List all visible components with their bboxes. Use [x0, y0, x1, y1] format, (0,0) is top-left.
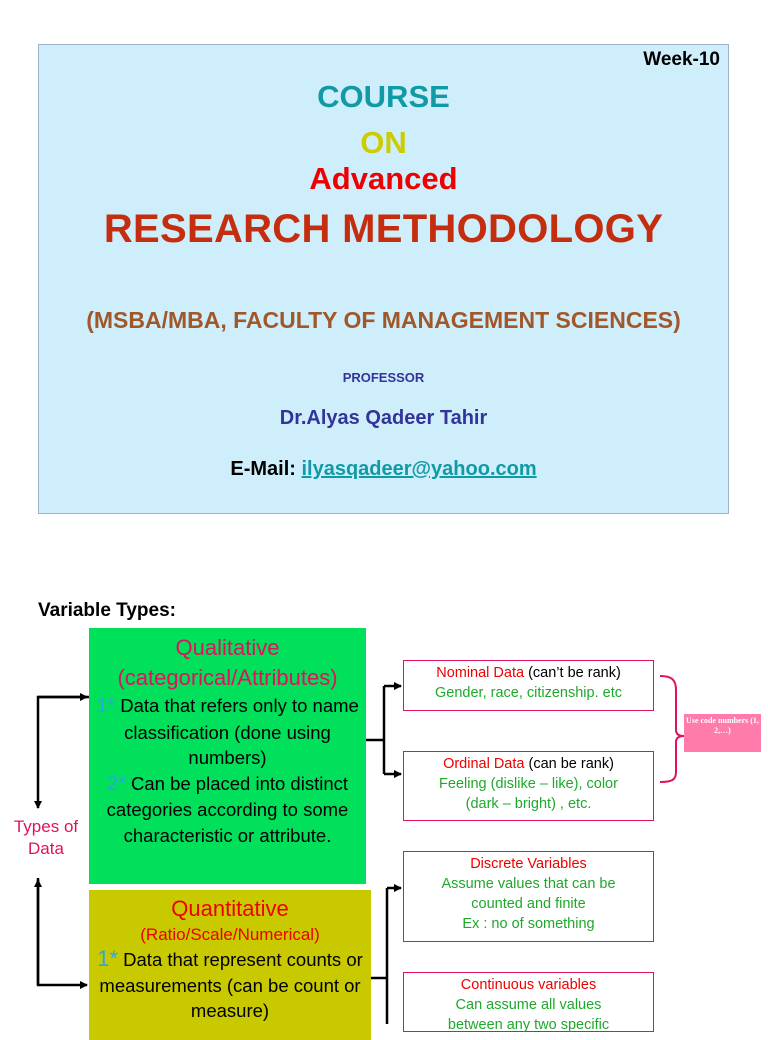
on-heading: ON	[360, 125, 407, 160]
continuous-title: Continuous variables	[460, 977, 597, 993]
email-line: E-Mail: ilyasqadeer@yahoo.com	[39, 458, 728, 481]
point-text: Data that refers only to name classifica…	[120, 695, 359, 768]
continuous-line-1: Can assume all values	[455, 997, 602, 1013]
qualitative-subheading: (categorical/Attributes)	[117, 665, 338, 690]
quantitative-subheading: (Ratio/Scale/Numerical)	[140, 925, 320, 944]
discrete-variables-box: Discrete Variables Assume values that ca…	[403, 851, 654, 942]
main-title: RESEARCH METHODOLOGY	[103, 207, 664, 251]
email-label: E-Mail:	[230, 458, 296, 480]
ordinal-title: Ordinal Data	[443, 756, 525, 772]
professor-name: Dr.Alyas Qadeer Tahir	[279, 407, 488, 429]
program-subtitle: (MSBA/MBA, FACULTY OF MANAGEMENT SCIENCE…	[86, 307, 681, 333]
quantitative-box: Quantitative (Ratio/Scale/Numerical) 1* …	[89, 890, 371, 1040]
quantitative-heading: Quantitative	[171, 896, 289, 921]
nominal-title: Nominal Data	[436, 665, 525, 681]
variable-types-title: Variable Types:	[38, 600, 176, 621]
discrete-line-2: counted and finite	[471, 896, 586, 912]
point-number: 1*	[97, 946, 119, 971]
quantitative-point-1: 1* Data that represent counts or measure…	[89, 946, 371, 1024]
ordinal-note: (can be rank)	[528, 756, 614, 772]
nominal-data-box: Nominal Data (can’t be rank) Gender, rac…	[403, 660, 654, 711]
advanced-heading: Advanced	[309, 161, 458, 196]
point-text: Data that represent counts or measuremen…	[99, 949, 363, 1021]
week-label: Week-10	[643, 49, 720, 70]
discrete-line-1: Assume values that can be	[441, 876, 616, 892]
qualitative-point-2: 2* Can be placed into distinct categorie…	[89, 771, 366, 849]
discrete-title: Discrete Variables	[470, 856, 587, 872]
title-slide: Week-10 COURSE ON Advanced RESEARCH METH…	[38, 44, 729, 514]
code-numbers-note: Use code numbers (1, 2,…)	[684, 714, 761, 752]
email-link[interactable]: ilyasqadeer@yahoo.com	[301, 458, 537, 480]
qualitative-point-1: 1* Data that refers only to name classif…	[89, 693, 366, 771]
nominal-detail: Gender, race, citizenship. etc	[435, 685, 622, 701]
qualitative-box: Qualitative (categorical/Attributes) 1* …	[89, 628, 366, 884]
point-number: 2*	[106, 772, 126, 795]
types-of-data-label: Types of Data	[13, 817, 79, 858]
professor-label: PROFESSOR	[342, 370, 425, 385]
ordinal-data-box: Ordinal Data (can be rank) Feeling (disl…	[403, 751, 654, 821]
point-text: Can be placed into distinct categories a…	[106, 772, 349, 846]
discrete-line-3: Ex : no of something	[462, 916, 595, 932]
qualitative-heading: Qualitative	[175, 635, 280, 660]
course-heading: COURSE	[317, 79, 450, 114]
ordinal-detail: Feeling (dislike – like), color (dark – …	[439, 776, 618, 812]
nominal-note: (can’t be rank)	[528, 665, 621, 681]
point-number: 1*	[96, 695, 116, 717]
